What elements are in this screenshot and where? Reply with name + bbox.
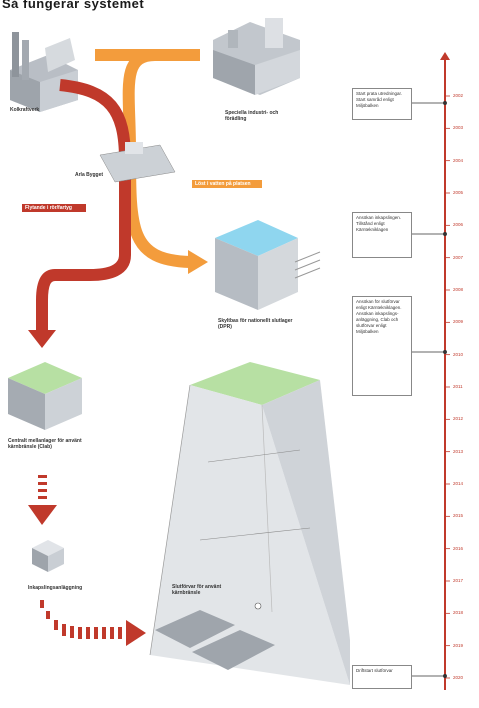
timeline-year: 2020 (453, 675, 464, 680)
timeline-year: 2002 (453, 93, 464, 98)
timeline-year: 2004 (453, 157, 464, 163)
timeline-connectors (410, 101, 447, 678)
timeline-year: 2012 (453, 416, 464, 422)
kraftverk-illustration (10, 32, 78, 112)
timeline-year: 2009 (453, 319, 464, 325)
timeline-year: 2005 (453, 190, 464, 195)
label-fartyg: Arla Bygget (75, 172, 104, 178)
red-dashed-arrow-1 (28, 475, 57, 525)
label-industri: Speciella industri- och förädling (225, 110, 279, 122)
clab-illustration (8, 362, 82, 430)
timeline-year: 2011 (453, 384, 463, 389)
timeline-year: 2015 (453, 513, 464, 519)
timeline-year: 2008 (453, 287, 464, 292)
timeline-box-1: Start prata utredningar. Start samråd en… (352, 88, 412, 120)
timeline-year: 2018 (453, 610, 464, 616)
slutforvar-illustration (149, 362, 350, 685)
label-inkapsling: Inkapslingsanläggning (28, 585, 83, 591)
lager-yta-illustration (215, 220, 321, 310)
callout-orange: Löst i vatten på platsen (192, 180, 262, 188)
red-dashed-arrow-2 (40, 600, 146, 646)
industri-illustration (213, 18, 300, 95)
inkapsling-illustration (32, 540, 64, 572)
callout-red: Flytande i rör/fartyg (22, 204, 86, 212)
timeline-year: 2019 (453, 642, 464, 648)
label-slutforvar: Slutförvar för använt kärnbränsle (172, 584, 222, 596)
timeline-year: 2007 (453, 254, 464, 260)
ship-illustration (99, 142, 176, 183)
timeline-box-3: Ansökan för slutförvar enligt Kärnteknik… (352, 296, 412, 396)
page-title: Så fungerar systemet (2, 0, 145, 11)
timeline-box-2: Ansökan inkapslingen. Tillstånd enligt K… (352, 212, 412, 258)
red-flow-arrow (36, 79, 131, 330)
label-kraftverk: Kolkraftverk (10, 107, 40, 113)
timeline-year: 2016 (453, 545, 464, 551)
timeline-line (440, 52, 450, 690)
timeline-year: 2010 (453, 351, 464, 357)
timeline-year: 2006 (453, 222, 464, 228)
timeline-year: 2017 (453, 578, 464, 583)
label-clab: Centralt mellanlager för använt kärnbrän… (8, 438, 82, 450)
timeline-box-4: Driftstart slutförvar (352, 665, 412, 689)
timeline-ticks (445, 95, 450, 679)
timeline-year: 2013 (453, 448, 464, 454)
timeline-year: 2014 (453, 481, 464, 486)
timeline-year: 2003 (453, 125, 464, 131)
label-lager-yta: Skyltbas för nationellt slutlager (DPR) (218, 318, 293, 330)
